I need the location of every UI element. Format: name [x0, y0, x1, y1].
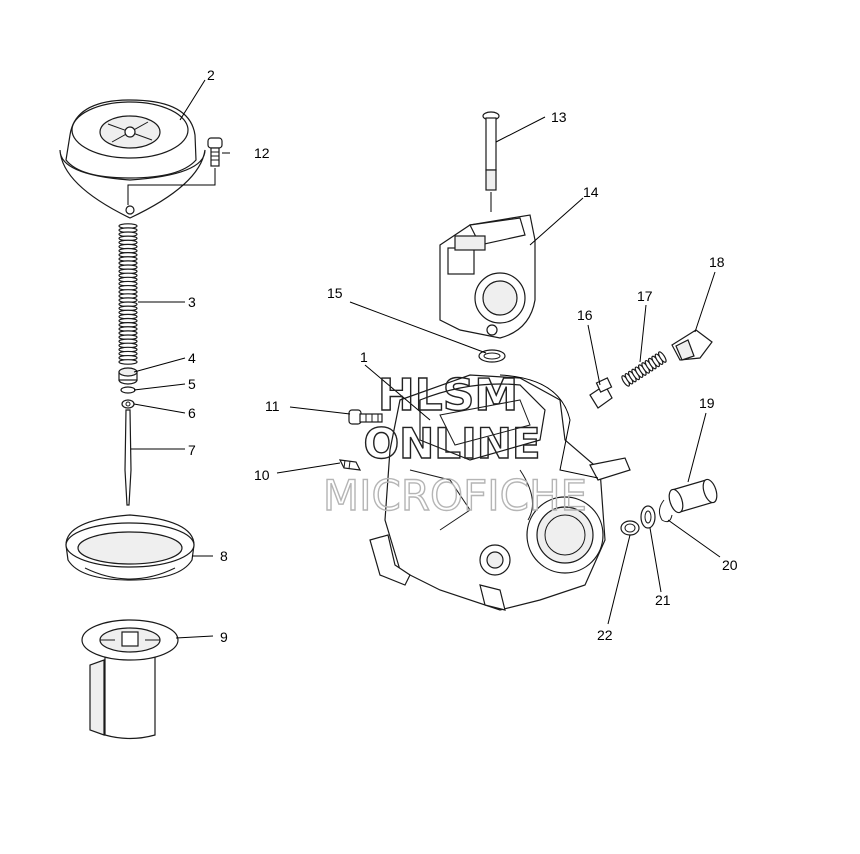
callout-12: 12 — [254, 145, 270, 161]
callout-3: 3 — [188, 294, 196, 310]
part-17-spring — [621, 351, 667, 387]
callout-18: 18 — [709, 254, 725, 270]
part-6-washer — [121, 399, 135, 409]
watermark-line-1: HLSM — [378, 370, 518, 421]
part-16-plunger — [589, 377, 613, 409]
watermark-line-3: MICROFICHE — [323, 471, 587, 520]
part-2-diaphragm-cover — [59, 99, 206, 219]
part-4-spring-seat — [118, 367, 138, 385]
part-21-washer — [640, 505, 656, 529]
part-3-spring — [118, 223, 138, 365]
watermark: HLSM ONLINE MICROFICHE — [322, 369, 588, 520]
callout-21: 21 — [655, 592, 671, 608]
callout-13: 13 — [551, 109, 567, 125]
part-18-nut — [671, 329, 713, 361]
part-14-throttle-housing — [439, 214, 536, 339]
part-7-jet-needle — [124, 409, 132, 506]
part-8-diaphragm — [65, 514, 195, 581]
leader-lines — [131, 79, 721, 639]
part-22-ring — [620, 520, 640, 536]
callout-10: 10 — [254, 467, 270, 483]
part-19-sleeve — [668, 478, 718, 514]
callout-15: 15 — [327, 285, 343, 301]
part-11-screw — [348, 409, 383, 425]
watermark-line-2: ONLINE — [363, 419, 540, 468]
callout-11: 11 — [265, 398, 280, 414]
part-20-circlip — [658, 499, 673, 523]
callout-16: 16 — [577, 307, 593, 323]
callout-19: 19 — [699, 395, 715, 411]
callout-22: 22 — [597, 627, 613, 643]
part-12-screw — [127, 137, 223, 205]
callout-1: 1 — [360, 349, 368, 365]
callout-9: 9 — [220, 629, 228, 645]
callout-labels: 1 2 3 4 5 6 7 8 9 10 11 12 13 14 15 16 1… — [188, 67, 738, 645]
callout-8: 8 — [220, 548, 228, 564]
part-10-pilot-screw — [338, 459, 362, 471]
callout-20: 20 — [722, 557, 738, 573]
part-13-shaft — [482, 111, 500, 212]
callout-6: 6 — [188, 405, 196, 421]
callout-17: 17 — [637, 288, 653, 304]
part-5-clip — [120, 386, 136, 394]
part-9-piston — [81, 619, 179, 740]
callout-4: 4 — [188, 350, 196, 366]
callout-5: 5 — [188, 376, 196, 392]
callout-14: 14 — [583, 184, 599, 200]
callout-2: 2 — [207, 67, 215, 83]
part-1-carburetor-body — [369, 374, 631, 611]
callout-7: 7 — [188, 442, 196, 458]
